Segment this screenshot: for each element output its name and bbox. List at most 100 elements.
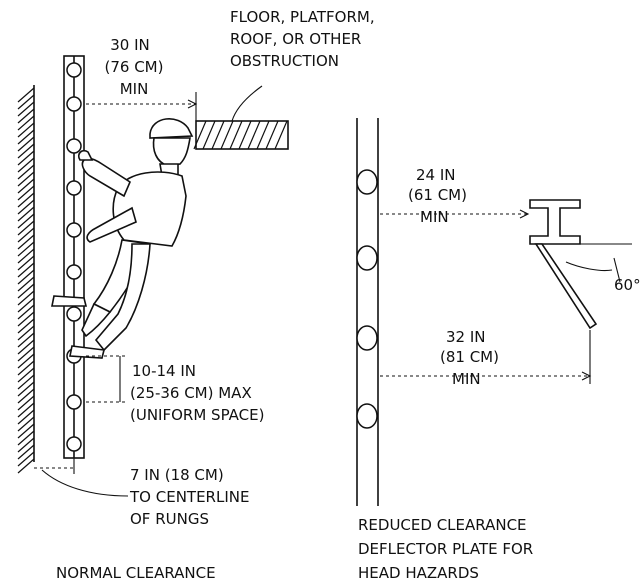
dimension-24in — [380, 209, 530, 219]
wall-hatch-line — [17, 297, 35, 313]
ladder-rung — [66, 264, 82, 280]
wall-hatch-line — [17, 122, 35, 138]
wall-hatch-line — [17, 199, 35, 215]
wall-hatch-line — [17, 269, 35, 285]
wall-hatch-line — [17, 444, 35, 460]
rung-centerline-label-3: OF RUNGS — [130, 510, 209, 528]
centerline-leader — [41, 469, 129, 497]
block-hatch-line — [202, 120, 216, 150]
ladder-rung — [66, 436, 82, 452]
wall-hatch-line — [17, 164, 35, 180]
ladder-reduced — [356, 118, 379, 506]
wall-hatch-line — [17, 402, 35, 418]
clearance-24-label-1: 24 IN — [416, 166, 456, 184]
reduced-caption-1: REDUCED CLEARANCE — [358, 516, 527, 534]
block-hatch-line — [193, 120, 207, 150]
ladder-rung — [356, 403, 378, 429]
angle-marker — [565, 243, 632, 283]
wall-hatch-line — [17, 241, 35, 257]
wall-hatch-line — [17, 437, 35, 453]
wall-hatch-line — [17, 283, 35, 299]
wall-hatch-line — [17, 136, 35, 152]
wall-hatch-line — [17, 206, 35, 222]
wall-hatch-line — [17, 185, 35, 201]
wall-hatch-line — [17, 101, 35, 117]
wall — [17, 85, 35, 474]
wall-hatch-line — [17, 304, 35, 320]
wall-hatch-line — [17, 367, 35, 383]
obstruction-leader — [231, 85, 263, 122]
wall-hatch-line — [17, 388, 35, 404]
block-hatch-line — [247, 120, 261, 150]
wall-hatch-line — [17, 339, 35, 355]
wall-hatch-line — [17, 220, 35, 236]
clearance-24-label-2: (61 CM) — [408, 186, 467, 204]
wall-hatch-line — [17, 290, 35, 306]
ladder-rung — [356, 325, 378, 351]
wall-hatch-line — [17, 150, 35, 166]
climber-figure — [51, 118, 194, 359]
clearance-24-label-3: MIN — [420, 208, 449, 226]
wall-hatch-line — [17, 255, 35, 271]
clearance-32-label-1: 32 IN — [446, 328, 486, 346]
block-hatch-line — [274, 120, 288, 150]
wall-hatch-line — [17, 374, 35, 390]
clearance-30-label-2: (76 CM) — [105, 58, 164, 76]
obstruction-label-1: FLOOR, PLATFORM, — [230, 8, 375, 26]
dimension-rung-spacing — [86, 355, 126, 403]
wall-hatch-line — [17, 423, 35, 439]
rung-spacing-label-3: (UNIFORM SPACE) — [130, 406, 264, 424]
block-hatch-line — [229, 120, 243, 150]
wall-hatch-line — [17, 171, 35, 187]
ladder-rung — [66, 138, 82, 154]
wall-hatch-line — [17, 332, 35, 348]
rung-centerline-label-2: TO CENTERLINE — [129, 488, 249, 506]
wall-hatch-line — [17, 276, 35, 292]
wall-hatch-line — [17, 430, 35, 446]
wall-hatch-line — [17, 451, 35, 467]
wall-hatch-line — [17, 115, 35, 131]
ladder-rung — [66, 222, 82, 238]
obstruction-label-3: OBSTRUCTION — [230, 52, 339, 70]
block-hatch-line — [238, 120, 252, 150]
wall-hatch-line — [17, 248, 35, 264]
rung-spacing-label-1: 10-14 IN — [132, 362, 196, 380]
obstruction-label-2: ROOF, OR OTHER — [230, 30, 361, 48]
wall-hatch-line — [17, 325, 35, 341]
ladder-rung — [356, 169, 378, 195]
wall-hatch-line — [17, 94, 35, 110]
ladder-rung — [66, 180, 82, 196]
block-hatch-line — [256, 120, 270, 150]
wall-hatch-line — [17, 108, 35, 124]
rung-centerline-label-1: 7 IN (18 CM) — [130, 466, 224, 484]
wall-hatch-line — [17, 213, 35, 229]
wall-hatch-line — [17, 227, 35, 243]
wall-hatch-line — [17, 192, 35, 208]
ladder-normal — [63, 55, 85, 459]
dimension-7in — [34, 458, 129, 497]
wall-hatch-line — [17, 143, 35, 159]
wall-hatch-line — [17, 311, 35, 327]
wall-hatch-line — [17, 346, 35, 362]
clearance-32-label-2: (81 CM) — [440, 348, 499, 366]
block-hatch-line — [220, 120, 234, 150]
deflector-plate — [534, 243, 598, 330]
clearance-32-label-3: MIN — [452, 370, 481, 388]
wall-hatch-line — [17, 409, 35, 425]
ladder-rung — [356, 245, 378, 271]
wall-hatch-line — [17, 353, 35, 369]
block-hatch-line — [265, 120, 279, 150]
wall-hatch-line — [17, 318, 35, 334]
ladder-rung — [66, 306, 82, 322]
rung-spacing-label-2: (25-36 CM) MAX — [130, 384, 252, 402]
clearance-30-label-3: MIN — [120, 80, 149, 98]
wall-hatch-line — [17, 360, 35, 376]
wall-hatch-line — [17, 129, 35, 145]
ladder-rung — [66, 96, 82, 112]
block-hatch-line — [211, 120, 225, 150]
wall-hatch-line — [17, 87, 35, 103]
wall-hatch-line — [17, 157, 35, 173]
ladder-rung — [66, 394, 82, 410]
